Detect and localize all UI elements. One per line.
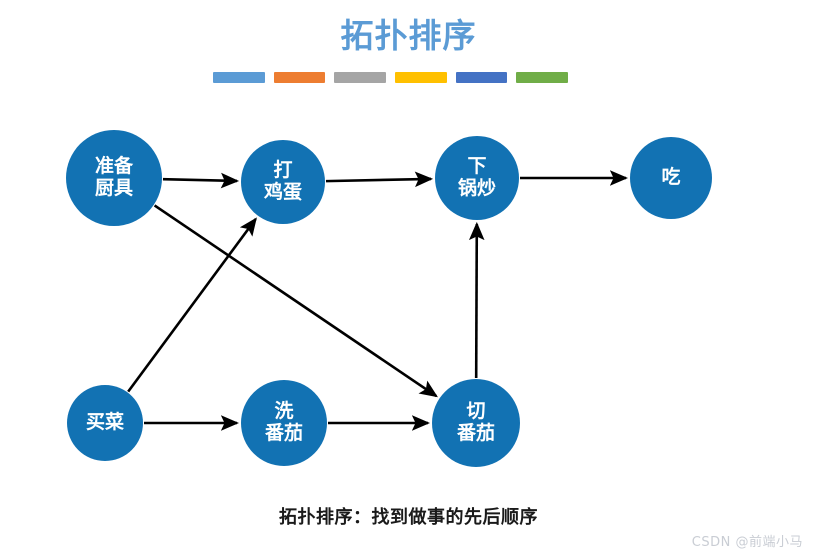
bar-gray [334,72,387,83]
bar-dark-blue [455,72,508,83]
accent-bar-row [213,72,569,83]
graph-node-label: 切 [466,400,486,423]
page-title: 拓扑排序 [340,16,477,55]
bar-gold [395,72,447,83]
graph-node-label: 打 [273,159,293,182]
edge-buy-to-eggs [127,217,257,393]
graph-node-label: 厨具 [94,177,133,199]
caption-text: 拓扑排序：找到做事的先后顺序 [279,507,538,528]
edge-layer [127,170,629,431]
graph-node-label: 买菜 [85,411,124,434]
graph-node-stir-fry[interactable]: 下锅炒 [435,136,519,220]
csdn-watermark: CSDN @前端小马 [691,535,803,550]
topological-sort-graph: 准备厨具打鸡蛋下锅炒吃买菜洗番茄切番茄 [0,95,817,495]
graph-node-label: 洗 [274,400,294,423]
edge-eggs-to-fry [325,171,434,188]
graph-node-label: 番茄 [456,422,495,444]
graph-node-label: 番茄 [264,422,303,444]
graph-node-eat[interactable]: 吃 [630,137,712,219]
graph-node-label: 鸡蛋 [263,181,302,203]
graph-node-beat-eggs[interactable]: 打鸡蛋 [241,140,325,224]
graph-node-buy-vegetables[interactable]: 买菜 [67,385,143,461]
graph-node-label: 下 [467,155,487,178]
edge-cut-to-fry [468,221,485,379]
graph-node-label: 锅炒 [457,177,496,199]
graph-node-prepare-cookware[interactable]: 准备厨具 [66,130,162,226]
edge-prepare-to-cut [153,204,438,398]
graph-node-wash-tomatoes[interactable]: 洗番茄 [241,380,327,466]
bar-light-blue [213,72,265,83]
graph-node-label: 吃 [661,166,681,189]
graph-node-label: 准备 [94,155,133,178]
edge-prepare-to-eggs [162,172,240,189]
graph-node-cut-tomatoes[interactable]: 切番茄 [432,379,520,467]
bar-orange [273,72,326,83]
bar-green [516,72,569,83]
